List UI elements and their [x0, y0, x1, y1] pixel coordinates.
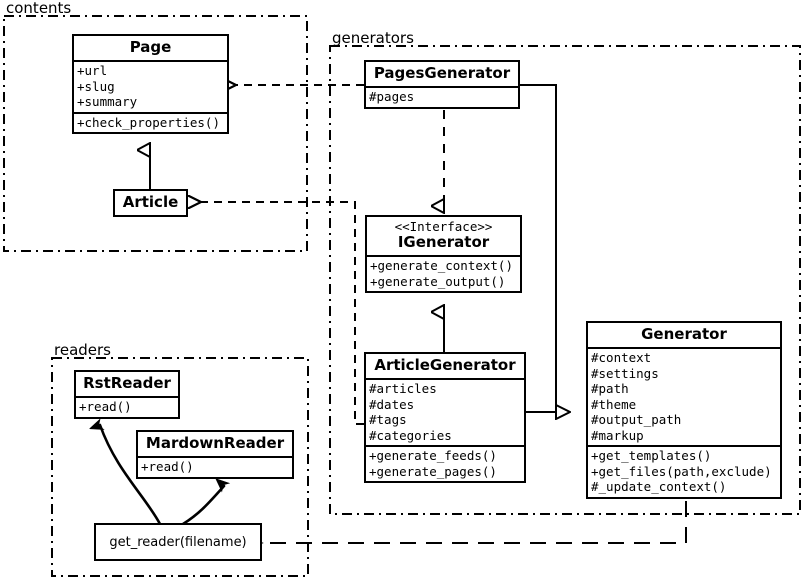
- class-stereotype-igenerator: <<Interface>>: [394, 219, 493, 234]
- method-item: +read(): [141, 459, 194, 474]
- method-item: +get_templates(): [591, 448, 712, 463]
- method-item: +generate_pages(): [369, 463, 497, 479]
- class-name-generator: Generator: [641, 325, 727, 343]
- function-label-get-reader: get_reader(filename): [109, 534, 247, 550]
- edge-getreader-to-mardownreader: [181, 486, 224, 526]
- attribute-item: +url: [77, 63, 108, 78]
- class-methods-page: +check_properties(): [74, 111, 227, 133]
- attribute-item: #tags: [369, 412, 407, 427]
- class-box-article-generator[interactable]: ArticleGenerator #articles #dates #tags …: [364, 352, 526, 483]
- class-name-igenerator: IGenerator: [397, 233, 490, 251]
- class-name-article-generator: ArticleGenerator: [374, 356, 516, 374]
- method-item: +generate_context(): [370, 258, 513, 273]
- package-boundary-contents: [3, 15, 308, 252]
- attribute-item: #settings: [591, 365, 659, 381]
- attribute-item: #dates: [369, 396, 415, 412]
- package-boundary-readers: [51, 357, 309, 577]
- package-label-generators: generators: [332, 29, 414, 47]
- attribute-item: #context: [591, 350, 652, 365]
- edge-getreader-to-rstreader: [100, 425, 162, 526]
- class-attributes-generator: #context #settings #path #theme #output_…: [588, 347, 780, 445]
- class-methods-generator: +get_templates() +get_files(path,exclude…: [588, 445, 780, 497]
- attribute-item: #articles: [369, 381, 437, 396]
- class-box-article[interactable]: Article: [113, 189, 188, 217]
- attribute-item: #output_path: [591, 412, 682, 427]
- attribute-item: #markup: [591, 427, 644, 443]
- class-box-igenerator[interactable]: <<Interface>> IGenerator +generate_conte…: [365, 215, 522, 293]
- class-box-page[interactable]: Page +url +slug +summary +check_properti…: [72, 34, 229, 134]
- class-methods-mardown-reader: +read(): [138, 456, 292, 477]
- class-name-article: Article: [122, 193, 179, 211]
- class-attributes-article-generator: #articles #dates #tags #categories: [366, 378, 524, 445]
- package-label-readers: readers: [54, 341, 111, 359]
- attribute-item: +slug: [77, 78, 115, 94]
- function-box-get-reader[interactable]: get_reader(filename): [94, 523, 262, 561]
- edge-articlegenerator-to-article: [201, 202, 364, 425]
- method-item: +generate_feeds(): [369, 448, 497, 463]
- attribute-item: #pages: [369, 89, 415, 104]
- method-item: +check_properties(): [77, 114, 220, 130]
- class-methods-article-generator: +generate_feeds() +generate_pages(): [366, 445, 524, 481]
- class-box-mardown-reader[interactable]: MardownReader +read(): [136, 430, 294, 479]
- class-name-pages-generator: PagesGenerator: [373, 64, 511, 82]
- package-label-contents: contents: [6, 0, 72, 17]
- edge-pagesgenerator-to-generator: [520, 84, 570, 413]
- attribute-item: #path: [591, 381, 629, 396]
- method-item: +get_files(path,exclude): [591, 463, 772, 479]
- class-methods-rst-reader: +read(): [76, 396, 178, 417]
- class-box-pages-generator[interactable]: PagesGenerator #pages: [364, 60, 520, 109]
- attribute-item: #categories: [369, 427, 452, 443]
- edge-generator-to-getreader: [248, 501, 687, 550]
- method-item: +generate_output(): [370, 273, 506, 289]
- method-item: #_update_context(): [591, 479, 727, 494]
- class-name-page: Page: [129, 38, 172, 56]
- class-name-rst-reader: RstReader: [83, 374, 171, 392]
- class-methods-igenerator: +generate_context() +generate_output(): [367, 255, 520, 291]
- class-attributes-page: +url +slug +summary: [74, 60, 227, 112]
- method-item: +read(): [79, 399, 132, 414]
- package-boundary-generators: [329, 45, 801, 515]
- attribute-item: +summary: [77, 94, 138, 109]
- attribute-item: #theme: [591, 396, 637, 412]
- class-attributes-pages-generator: #pages: [366, 86, 518, 107]
- class-name-mardown-reader: MardownReader: [145, 434, 285, 452]
- class-box-rst-reader[interactable]: RstReader +read(): [74, 370, 180, 419]
- class-box-generator[interactable]: Generator #context #settings #path #them…: [586, 321, 782, 499]
